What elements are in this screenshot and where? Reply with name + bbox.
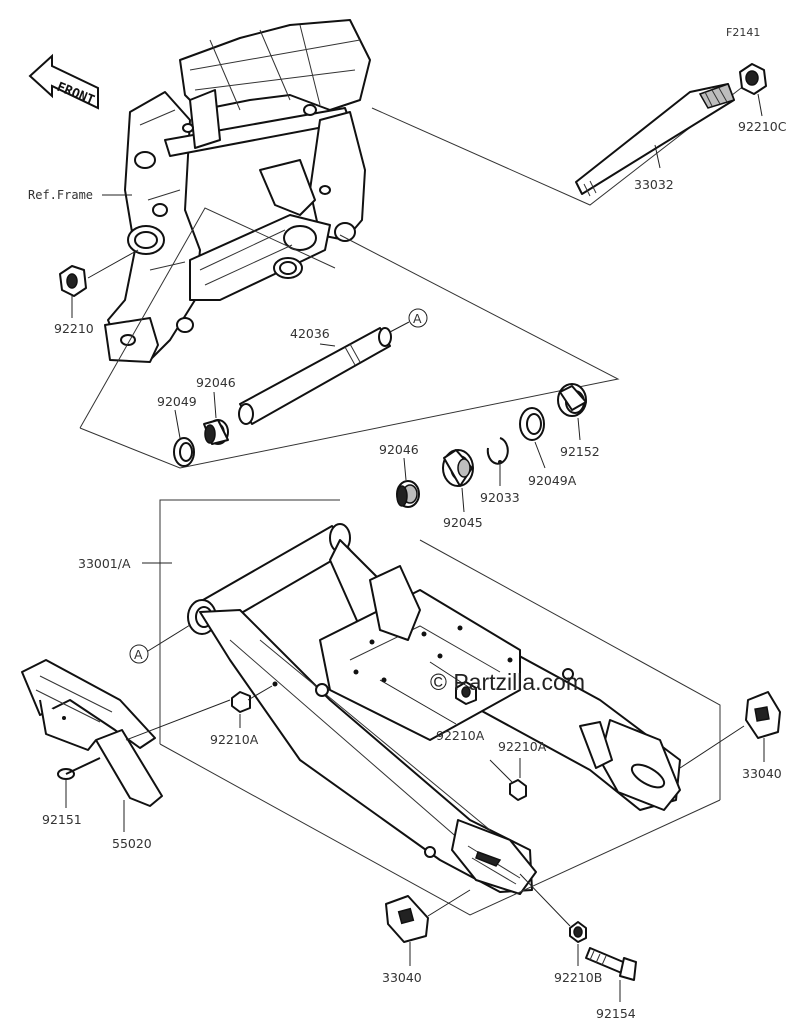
nut-92210b-icon <box>569 921 587 943</box>
label-92033: 92033 <box>480 490 520 505</box>
label-92151: 92151 <box>42 812 82 827</box>
front-arrow-icon: FRONT <box>28 53 99 110</box>
ref-frame-label: Ref.Frame <box>28 188 93 202</box>
label-92152: 92152 <box>560 444 600 459</box>
label-92210b: 92210B <box>554 970 602 985</box>
label-33032: 33032 <box>634 177 674 192</box>
adjuster-33040-right-icon <box>745 691 781 739</box>
label-92046-top: 92046 <box>196 375 236 390</box>
bolt-92154-icon <box>585 947 637 981</box>
label-92046-mid: 92046 <box>379 442 419 457</box>
bearing-92045-icon <box>442 449 474 487</box>
watermark: © Partzilla.com <box>430 669 585 695</box>
nut-92210a-right-icon <box>509 779 527 801</box>
nut-92210a-mid-icon <box>455 681 477 705</box>
label-92154: 92154 <box>596 1006 636 1021</box>
label-92045: 92045 <box>443 515 483 530</box>
label-33001a: 33001/A <box>78 556 131 571</box>
figure-id: F2141 <box>726 26 760 39</box>
label-33040-right: 33040 <box>742 766 782 781</box>
label-92210c: 92210C <box>738 119 787 134</box>
nut-92210c-icon <box>739 63 767 95</box>
label-33040-bottom: 33040 <box>382 970 422 985</box>
adjuster-33040-bottom-icon <box>385 895 429 943</box>
collar-92152-icon <box>557 383 587 417</box>
label-92210a-mid: 92210A <box>436 728 485 743</box>
nut-92210-icon <box>59 265 87 297</box>
seal-92049a-icon <box>519 407 545 441</box>
swingarm-33001a <box>187 523 681 895</box>
callout-a-bottom: A <box>134 647 143 662</box>
bearing-92046-mid-icon <box>396 480 420 508</box>
label-92210a-right: 92210A <box>498 739 547 754</box>
circlip-92033-icon <box>486 437 509 465</box>
callout-a-top: A <box>413 311 422 326</box>
sleeve-42036-icon <box>238 327 392 425</box>
label-42036: 42036 <box>290 326 330 341</box>
label-92049a: 92049A <box>528 473 577 488</box>
label-92049: 92049 <box>157 394 197 409</box>
label-55020: 55020 <box>112 836 152 851</box>
label-92210a-left: 92210A <box>210 732 259 747</box>
bearing-92046-top-icon <box>203 419 229 445</box>
seal-92049-left-icon <box>173 437 195 467</box>
label-92210: 92210 <box>54 321 94 336</box>
frame-reference <box>104 19 371 363</box>
nut-92210a-left-icon <box>231 691 251 713</box>
screw-92151-icon <box>57 757 101 780</box>
shaft-33032-icon <box>575 83 735 197</box>
chain-guide-55020-icon <box>21 659 163 807</box>
